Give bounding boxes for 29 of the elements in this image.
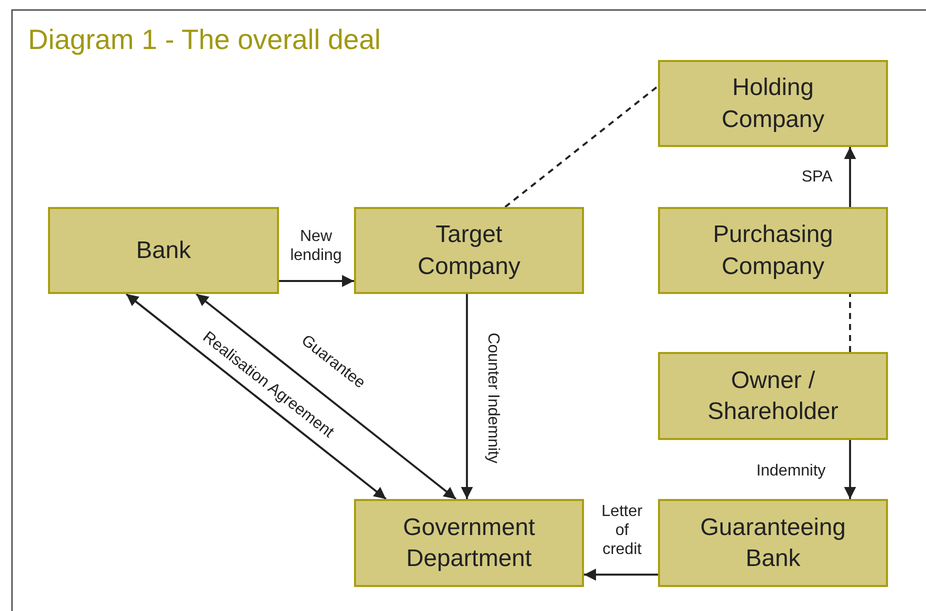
arrow bbox=[279, 274, 354, 287]
entity-label: Purchasing Company bbox=[712, 220, 834, 282]
entity-box bbox=[48, 207, 279, 294]
edge-label: SPA bbox=[802, 167, 832, 187]
entity-box bbox=[658, 352, 888, 440]
arrow bbox=[196, 293, 456, 500]
entity-label: Guaranteeing Bank bbox=[699, 512, 847, 574]
dashed-line bbox=[849, 294, 852, 352]
arrow bbox=[460, 294, 473, 499]
entity-box bbox=[658, 207, 888, 294]
dashed-line bbox=[504, 85, 659, 208]
arrow bbox=[126, 293, 387, 500]
entity-box bbox=[658, 60, 888, 147]
entity-label: Holding Company bbox=[720, 73, 826, 134]
arrow bbox=[844, 440, 856, 499]
entity-label: Owner / Shareholder bbox=[706, 366, 840, 427]
entity-box bbox=[354, 499, 584, 587]
arrow bbox=[844, 147, 856, 207]
entity-label: Government Department bbox=[402, 512, 536, 574]
entity-box bbox=[354, 207, 584, 294]
edge-label: Counter Indemnity bbox=[484, 332, 503, 464]
edge-label: Indemnity bbox=[756, 461, 826, 481]
entity-label: Bank bbox=[136, 236, 191, 266]
edge-label: Letter of credit bbox=[600, 502, 644, 560]
edge-label: New lending bbox=[289, 226, 343, 266]
entity-label: Target Company bbox=[416, 220, 522, 282]
arrow bbox=[584, 568, 658, 581]
diagram-title: Diagram 1 - The overall deal bbox=[28, 24, 381, 56]
entity-box bbox=[658, 499, 888, 587]
